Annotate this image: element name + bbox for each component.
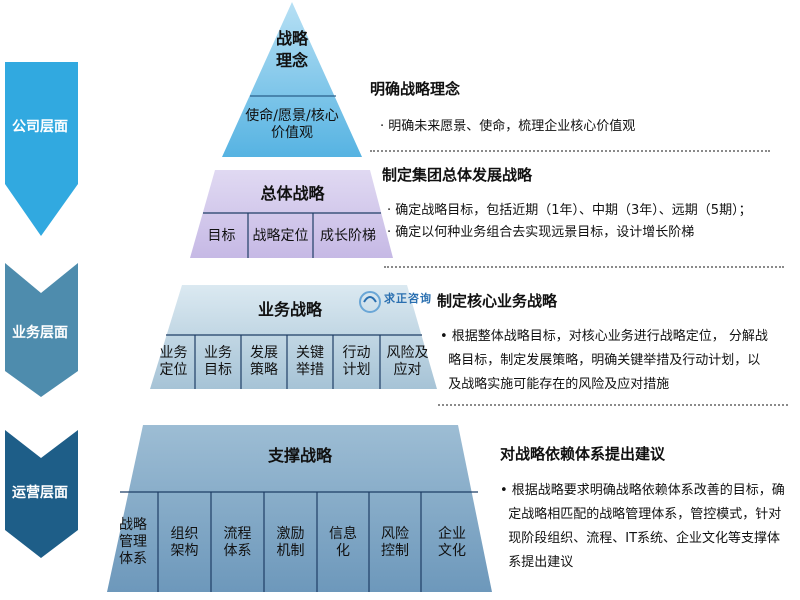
section3-divider — [438, 404, 788, 406]
section4-line2: 定战略相匹配的战略管理体系，管控模式，针对 — [500, 507, 782, 522]
tier2-shape — [190, 170, 393, 258]
tier4-cell-process: 流程 体系 — [223, 525, 252, 559]
section3-line2: 略目标，制定发展策略，明确关键举措及行动计划，以 — [440, 353, 761, 368]
tier4-cell-culture: 企业 文化 — [438, 525, 466, 559]
section1-divider — [370, 150, 770, 152]
section3-title: 制定核心业务战略 — [437, 292, 558, 310]
tier1-shape — [222, 2, 362, 157]
level-label-business: 业务层面 — [12, 325, 68, 341]
tier4-cell-risk-control: 风险 控制 — [381, 525, 409, 559]
section3-line1: • 根据整体战略目标，对核心业务进行战略定位， 分解战 — [440, 329, 768, 344]
tier3-cell-risk-response: 风险及 应对 — [386, 345, 429, 378]
level-arrow-company — [5, 62, 78, 236]
level-label-operation: 运营层面 — [12, 485, 68, 501]
section4-line1: • 根据战略要求明确战略依赖体系改善的目标，确 — [500, 483, 785, 498]
tier3-cell-key-actions: 关键 举措 — [296, 345, 324, 378]
section1-line1: · 明确未来愿景、使命，梳理企业核心价值观 — [380, 119, 636, 134]
level-arrow-operation — [5, 430, 78, 558]
tier4-cell-org-structure: 组织 架构 — [170, 525, 199, 559]
section2-title: 制定集团总体发展战略 — [382, 166, 533, 184]
section2-line2: · 确定以何种业务组合去实现远景目标，设计增长阶梯 — [387, 225, 695, 240]
tier3-cell-business-positioning: 业务 定位 — [159, 345, 188, 378]
tier2-title: 总体战略 — [260, 184, 325, 203]
tier3-cell-business-goal: 业务 目标 — [204, 345, 232, 378]
tier4-cell-it: 信息 化 — [329, 525, 357, 559]
tier1-content: 使命/愿景/核心 价值观 — [245, 108, 339, 141]
tier4-cell-strategy-mgmt: 战略 管理 体系 — [119, 517, 147, 567]
section4-line3: 现阶段组织、流程、IT系统、企业文化等支撑体 — [500, 531, 781, 546]
logo-text: 求正咨询 — [384, 292, 432, 305]
section3-line3: 及战略实施可能存在的风险及应对措施 — [440, 377, 670, 392]
tier4-cell-incentive: 激励 机制 — [276, 525, 305, 559]
tier3-cell-action-plan: 行动 计划 — [342, 345, 371, 378]
tier4-title: 支撑战略 — [267, 446, 332, 465]
level-label-company: 公司层面 — [12, 119, 68, 135]
tier2-cell-growth-ladder: 成长阶梯 — [320, 227, 376, 244]
section1-title: 明确战略理念 — [370, 80, 461, 98]
company-logo — [359, 291, 381, 313]
section4-title: 对战略依赖体系提出建议 — [500, 445, 666, 463]
section2-divider — [384, 266, 784, 268]
tier3-cell-strategy: 发展 策略 — [250, 345, 278, 378]
tier2-cell-goal: 目标 — [207, 227, 236, 244]
tier2-cell-positioning: 战略定位 — [252, 227, 309, 244]
section4-line4: 系提出建议 — [500, 555, 574, 570]
level-arrow-business — [5, 263, 78, 397]
tier3-title: 业务战略 — [257, 300, 322, 319]
section2-line1: · 确定战略目标，包括近期（1年）、中期（3年）、远期（5期）； — [387, 203, 752, 218]
tier1-title: 战略 理念 — [275, 29, 308, 70]
tier4-shape — [107, 425, 492, 592]
